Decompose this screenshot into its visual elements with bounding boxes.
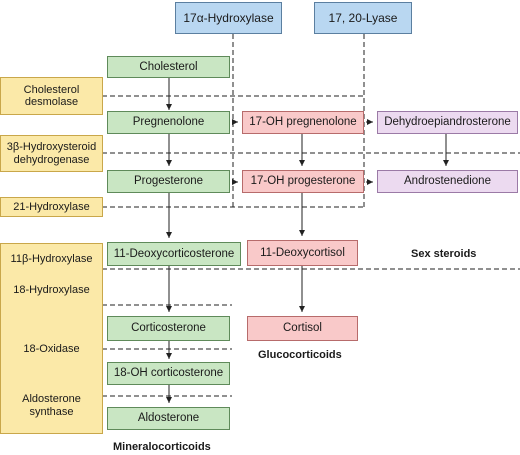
node-17-oh-progesterone: 17-OH progesterone bbox=[242, 170, 364, 193]
label-glucocorticoids: Glucocorticoids bbox=[258, 349, 342, 361]
enzyme-3b-hydroxysteroid-dehydrogenase: 3β-Hydroxysteroid dehydrogenase bbox=[0, 135, 103, 172]
node-aldosterone: Aldosterone bbox=[107, 407, 230, 430]
enzyme-21-hydroxylase: 21-Hydroxylase bbox=[0, 197, 103, 217]
enzyme-cholesterol-desmolase: Cholesterol desmolase bbox=[0, 77, 103, 115]
node-dehydroepiandrosterone: Dehydroepiandrosterone bbox=[377, 111, 518, 134]
enzyme-11b-hydroxylase: 11β-Hydroxylase bbox=[10, 253, 93, 265]
node-androstenedione: Androstenedione bbox=[377, 170, 518, 193]
enzyme-17a-hydroxylase: 17α-Hydroxylase bbox=[175, 2, 282, 34]
enzyme-17-20-lyase: 17, 20-Lyase bbox=[314, 2, 412, 34]
node-cholesterol: Cholesterol bbox=[107, 56, 230, 78]
enzyme-18-oxidase: 18-Oxidase bbox=[23, 343, 80, 355]
enzyme-aldosterone-synthase: Aldosterone synthase bbox=[22, 393, 81, 418]
label-sex-steroids: Sex steroids bbox=[411, 248, 477, 260]
node-18-oh-corticosterone: 18-OH corticosterone bbox=[107, 362, 230, 385]
label-mineralocorticoids: Mineralocorticoids bbox=[113, 441, 211, 453]
node-17-oh-pregnenolone: 17-OH pregnenolone bbox=[242, 111, 364, 134]
node-11-deoxycorticosterone: 11-Deoxycorticosterone bbox=[107, 242, 241, 266]
enzyme-panel-mineralocorticoid: 11β-Hydroxylase 18-Hydroxylase 18-Oxidas… bbox=[0, 243, 103, 434]
enzyme-18-hydroxylase: 18-Hydroxylase bbox=[13, 284, 90, 296]
node-progesterone: Progesterone bbox=[107, 170, 230, 193]
node-cortisol: Cortisol bbox=[247, 316, 358, 341]
node-11-deoxycortisol: 11-Deoxycortisol bbox=[247, 240, 358, 266]
node-corticosterone: Corticosterone bbox=[107, 316, 230, 341]
node-pregnenolone: Pregnenolone bbox=[107, 111, 230, 134]
